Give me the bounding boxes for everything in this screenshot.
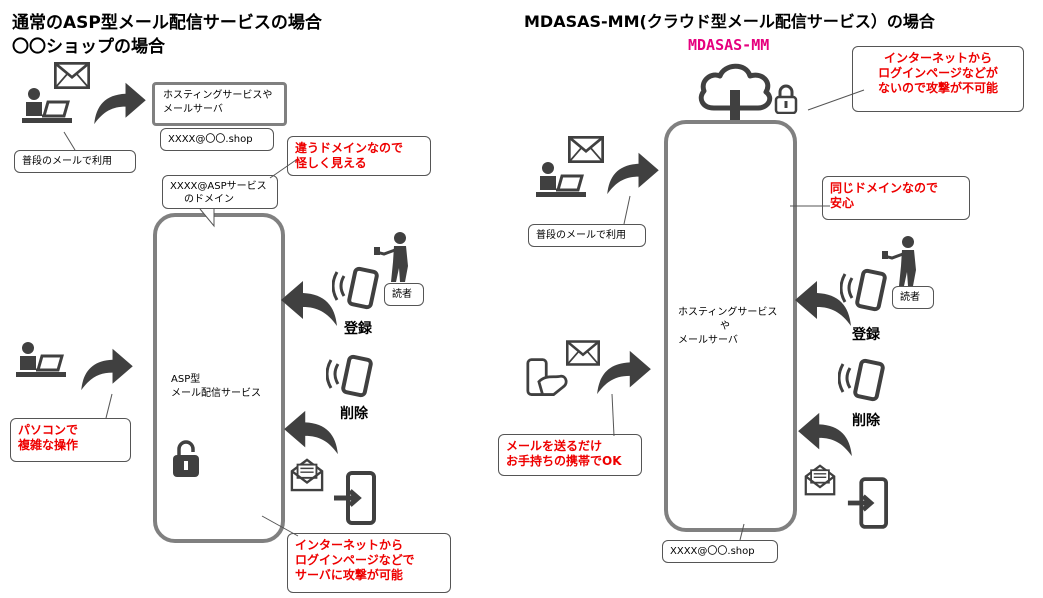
box-label-3: メールサーバ	[678, 335, 738, 346]
normal-mail-label-right: 普段のメールで利用	[528, 224, 646, 247]
note-attack-3: サーバに攻撃が可能	[295, 568, 403, 582]
note-no-attack-2: ログインページなどが	[878, 66, 998, 80]
note-attack-2: ログインページなどで	[295, 553, 415, 567]
shop-email-right: XXXX@〇〇.shop	[662, 540, 778, 563]
box-label-2: や	[720, 321, 730, 332]
note-no-attack-3: ないので攻撃が不可能	[877, 81, 998, 95]
hosting-label-2: メールサーバ	[163, 104, 223, 115]
reader-label-right: 読者	[892, 286, 934, 309]
hosting-mail-server-box: ホスティングサービス や メールサーバ	[664, 120, 797, 532]
asp-email-1: XXXX@ASPサービス	[170, 181, 267, 192]
normal-mail-label: 普段のメールで利用	[14, 150, 136, 173]
note-same-domain-2: 安心	[830, 196, 855, 210]
note-different-domain: 違うドメインなので 怪しく見える	[287, 136, 431, 176]
note-attack-possible: インターネットから ログインページなどで サーバに攻撃が可能	[287, 533, 451, 593]
note-send-mail-2: お手持ちの携帯でOK	[506, 454, 622, 468]
note-pc-complex-2: 複雑な操作	[18, 438, 79, 452]
note-different-domain-2: 怪しく見える	[295, 156, 367, 170]
asp-email-callout: XXXX@ASPサービス のドメイン	[162, 175, 278, 209]
brand-label: MDASAS-MM	[688, 36, 770, 54]
note-send-mail: メールを送るだけ お手持ちの携帯でOK	[498, 434, 642, 476]
left-title: 通常のASP型メール配信サービスの場合	[12, 13, 322, 33]
note-pc-complex: パソコンで 複雑な操作	[10, 418, 131, 462]
delete-label-left: 削除	[340, 406, 368, 422]
note-send-mail-1: メールを送るだけ	[506, 439, 603, 453]
asp-service-box: ASP型 メール配信サービス	[153, 213, 285, 543]
register-label-left: 登録	[344, 321, 372, 337]
asp-box-label-2: メール配信サービス	[171, 388, 261, 399]
note-same-domain-1: 同じドメインなので	[830, 181, 939, 195]
register-label-right: 登録	[852, 327, 880, 343]
shop-email-left: XXXX@〇〇.shop	[160, 128, 274, 151]
hosting-server-box: ホスティングサービスや メールサーバ	[152, 82, 287, 126]
left-subtitle: 〇〇ショップの場合	[12, 37, 165, 57]
asp-email-2: のドメイン	[184, 194, 234, 205]
note-attack-impossible: インターネットから ログインページなどが ないので攻撃が不可能	[852, 46, 1024, 112]
right-title: MDASAS-MM(クラウド型メール配信サービス）の場合	[524, 12, 935, 31]
note-pc-complex-1: パソコンで	[18, 423, 79, 437]
note-different-domain-1: 違うドメインなので	[295, 141, 404, 155]
reader-label-left: 読者	[384, 283, 424, 306]
asp-box-label-1: ASP型	[171, 374, 201, 385]
delete-label-right: 削除	[852, 413, 880, 429]
note-attack-1: インターネットから	[295, 538, 404, 552]
note-same-domain: 同じドメインなので 安心	[822, 176, 970, 220]
note-no-attack-1: インターネットから	[883, 51, 992, 65]
box-label-1: ホスティングサービス	[678, 307, 778, 318]
hosting-label-1: ホスティングサービスや	[163, 90, 273, 101]
cloud-icon	[698, 63, 773, 120]
